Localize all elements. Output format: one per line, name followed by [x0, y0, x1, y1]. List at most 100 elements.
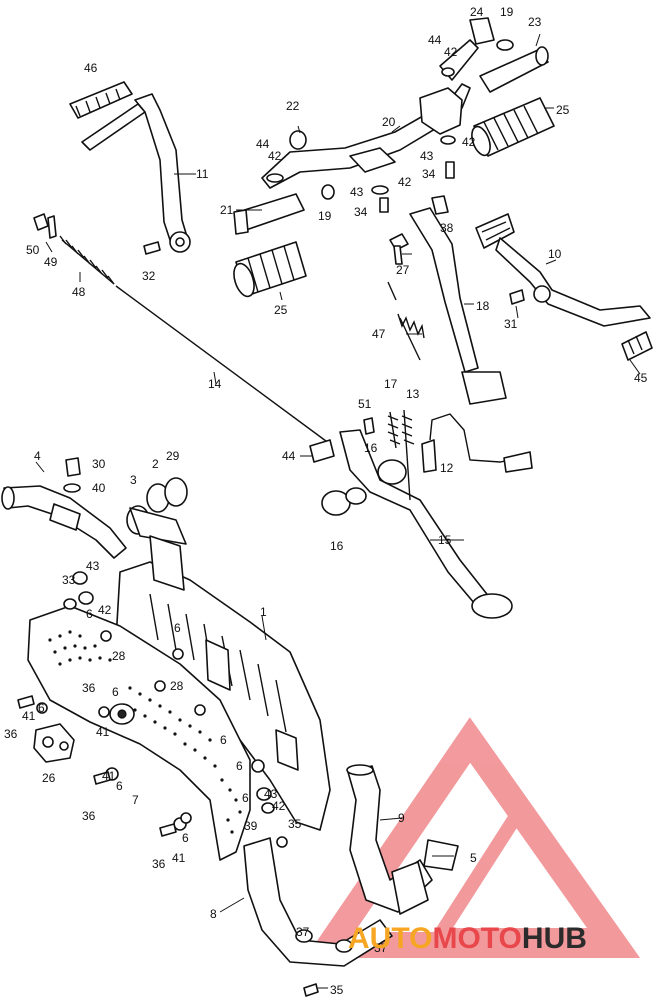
callout-6: 6 — [116, 779, 123, 793]
callout-39: 39 — [244, 819, 258, 833]
callout-36: 36 — [152, 857, 166, 871]
callout-50: 50 — [26, 243, 40, 257]
callout-6: 6 — [220, 733, 227, 747]
callout-35: 35 — [330, 983, 344, 997]
callout-36: 36 — [4, 727, 18, 741]
callout-46: 46 — [84, 61, 98, 75]
callout-35: 35 — [288, 817, 302, 831]
callout-6: 6 — [112, 685, 119, 699]
callout-27: 27 — [396, 263, 410, 277]
callout-44: 44 — [256, 137, 270, 151]
gear-shift-pedal — [69, 81, 191, 253]
callout-44: 44 — [428, 33, 442, 47]
footrest-rubber-left — [233, 241, 307, 298]
watermark-auto: AUTO — [348, 922, 432, 955]
callout-51: 51 — [358, 397, 372, 411]
leader-lines — [35, 33, 641, 989]
brake-pedal — [475, 213, 653, 361]
heat-shield — [27, 605, 251, 861]
callout-6: 6 — [38, 701, 45, 715]
bracket — [33, 723, 75, 763]
callout-22: 22 — [286, 99, 300, 113]
callout-43: 43 — [350, 185, 364, 199]
callout-labels: 46 11 32 22 44 42 20 24 19 23 44 42 25 4… — [4, 5, 648, 997]
callout-14: 14 — [208, 377, 222, 391]
callout-42: 42 — [98, 603, 112, 617]
callout-18: 18 — [476, 299, 490, 313]
callout-42: 42 — [444, 45, 458, 59]
callout-7: 7 — [132, 793, 139, 807]
callout-31: 31 — [504, 317, 518, 331]
callout-34: 34 — [354, 205, 368, 219]
callout-16: 16 — [330, 539, 344, 553]
callout-6: 6 — [242, 791, 249, 805]
callout-34: 34 — [422, 167, 436, 181]
callout-43: 43 — [264, 787, 278, 801]
footrest-bar — [233, 17, 549, 235]
callout-13: 13 — [406, 387, 420, 401]
watermark-hub: HUB — [522, 922, 587, 955]
callout-36: 36 — [82, 809, 96, 823]
watermark-moto: MOTO — [432, 922, 521, 955]
callout-30: 30 — [92, 457, 106, 471]
callout-41: 41 — [102, 769, 116, 783]
callout-16: 16 — [364, 441, 378, 455]
callout-11: 11 — [196, 167, 209, 181]
callout-47: 47 — [372, 327, 386, 341]
callout-9: 9 — [398, 811, 405, 825]
callout-19: 19 — [500, 5, 514, 19]
callout-49: 49 — [44, 255, 58, 269]
callout-37: 37 — [296, 925, 310, 939]
brake-rod — [33, 213, 331, 445]
footrest-rubber-right — [471, 97, 555, 157]
callout-38: 38 — [440, 221, 454, 235]
callout-24: 24 — [470, 5, 484, 19]
callout-45: 45 — [634, 371, 648, 385]
watermark-text: AUTOMOTOHUB — [348, 922, 587, 955]
callout-23: 23 — [528, 15, 542, 29]
callout-8: 8 — [210, 907, 217, 921]
callout-3: 3 — [130, 473, 137, 487]
watermark-logo — [305, 717, 641, 958]
callout-6: 6 — [236, 759, 243, 773]
callout-25: 25 — [274, 303, 288, 317]
callout-19: 19 — [318, 209, 332, 223]
callout-41: 41 — [172, 851, 186, 865]
callout-42: 42 — [398, 175, 412, 189]
callout-4: 4 — [34, 449, 41, 463]
callout-21: 21 — [220, 203, 234, 217]
callout-42: 42 — [268, 149, 282, 163]
callout-26: 26 — [42, 771, 56, 785]
callout-37: 37 — [374, 941, 388, 955]
callout-5: 5 — [470, 851, 477, 865]
callout-41: 41 — [96, 725, 110, 739]
callout-2: 2 — [152, 457, 159, 471]
callout-15: 15 — [438, 533, 452, 547]
svg-text:AUTOMOTOHUB: AUTOMOTOHUB — [348, 922, 587, 955]
exhaust-pipe-rear — [243, 764, 459, 967]
callout-28: 28 — [170, 679, 184, 693]
callout-6: 6 — [86, 607, 93, 621]
callout-28: 28 — [112, 649, 126, 663]
callout-10: 10 — [548, 247, 562, 261]
callout-44: 44 — [282, 449, 296, 463]
callout-43: 43 — [420, 149, 434, 163]
callout-36: 36 — [82, 681, 96, 695]
callout-42: 42 — [462, 135, 476, 149]
callout-42: 42 — [272, 799, 286, 813]
callout-25: 25 — [556, 103, 570, 117]
callout-43: 43 — [86, 559, 100, 573]
callout-1: 1 — [260, 605, 267, 619]
callout-20: 20 — [382, 115, 396, 129]
callout-41: 41 — [22, 709, 36, 723]
callout-33: 33 — [62, 573, 76, 587]
callout-32: 32 — [142, 269, 156, 283]
callout-29: 29 — [166, 449, 180, 463]
callout-40: 40 — [92, 481, 106, 495]
callout-6: 6 — [182, 831, 189, 845]
hardware-small-parts — [17, 241, 319, 997]
main-stand — [309, 409, 533, 619]
side-stand — [387, 195, 507, 405]
exhaust-pipe-front — [1, 457, 188, 559]
